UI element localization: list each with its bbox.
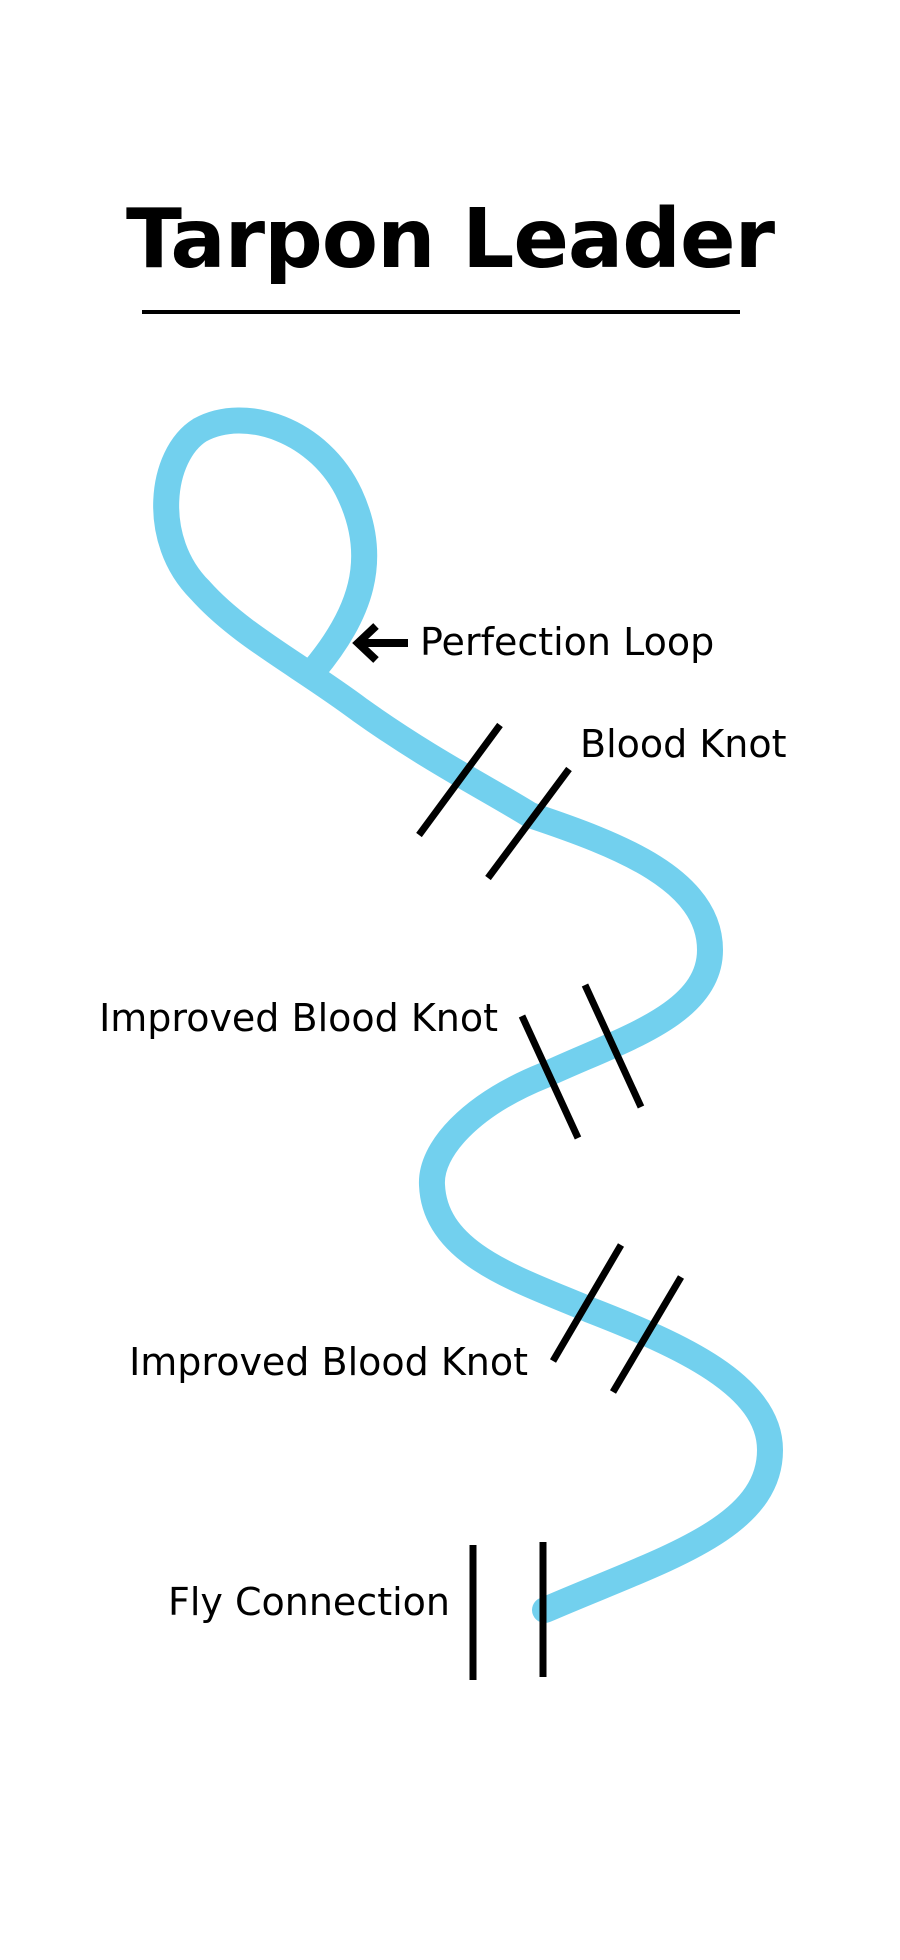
arrow-left-icon: [352, 623, 408, 663]
improved-blood-knot-2-mark-1: [549, 1243, 625, 1363]
label-improved-blood-knot-1: Improved Blood Knot: [99, 996, 498, 1040]
blood-knot-mark-2: [485, 766, 572, 881]
improved-blood-knot-1-mark-2: [581, 983, 645, 1109]
page-title: Tarpon Leader: [125, 192, 775, 287]
title-underline: [142, 310, 740, 314]
label-fly-connection: Fly Connection: [168, 1580, 450, 1624]
improved-blood-knot-1-mark-1: [518, 1014, 582, 1140]
label-perfection-loop: Perfection Loop: [420, 620, 715, 664]
improved-blood-knot-2-mark-2: [609, 1275, 685, 1394]
label-improved-blood-knot-2: Improved Blood Knot: [129, 1340, 528, 1384]
blood-knot-mark-1: [416, 722, 503, 838]
leader-line: [153, 407, 783, 1623]
label-blood-knot: Blood Knot: [580, 722, 787, 766]
